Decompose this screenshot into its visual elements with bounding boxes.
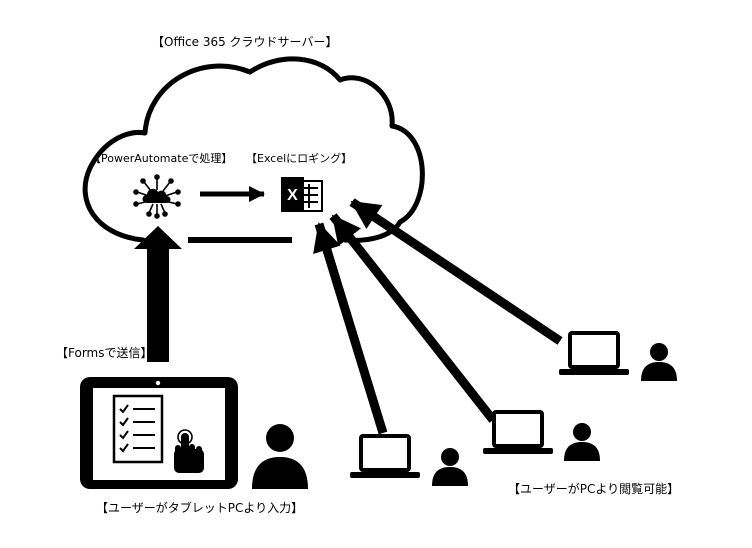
arrow-forms-to-automate xyxy=(134,226,182,362)
pc-users-label: 【ユーザーがPCより閲覧可能】 xyxy=(508,482,680,496)
checklist-icon xyxy=(112,394,164,464)
person-icon xyxy=(432,448,468,486)
power-automate-icon xyxy=(133,174,181,219)
arrow-pc-left-to-excel xyxy=(313,222,388,435)
person-icon xyxy=(564,423,600,461)
laptop-icon xyxy=(350,434,420,478)
excel-label: 【Excelにロギング】 xyxy=(246,152,353,165)
arrow-pc-middle-to-excel xyxy=(329,213,497,423)
laptop-icon xyxy=(483,410,553,454)
power-automate-label: 【PowerAutomateで処理】 xyxy=(90,152,233,165)
person-icon xyxy=(252,424,308,489)
svg-text:X: X xyxy=(287,187,298,204)
laptop-icon xyxy=(559,331,629,375)
arrow-pc-right-to-excel xyxy=(349,198,563,345)
person-icon xyxy=(641,343,677,381)
cloud-outline xyxy=(82,56,425,243)
cloud-label: 【Office 365 クラウドサーバー】 xyxy=(152,35,338,49)
touch-hand-icon xyxy=(174,429,204,473)
excel-icon: X xyxy=(281,177,323,212)
forms-label: 【Formsで送信】 xyxy=(56,346,153,360)
tablet-user-label: 【ユーザーがタブレットPCより入力】 xyxy=(96,501,304,515)
